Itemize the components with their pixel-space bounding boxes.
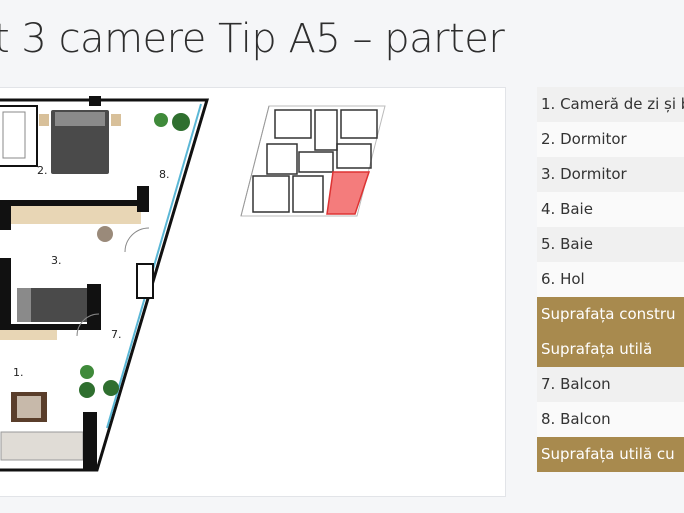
nightstand — [39, 114, 49, 126]
highlighted-apartment — [326, 171, 371, 215]
door-swing — [124, 227, 150, 253]
interior-wall — [136, 263, 154, 299]
key-plan-block — [336, 143, 372, 169]
wall-block — [89, 96, 101, 106]
key-plan-block — [274, 109, 312, 139]
key-plan-wall — [240, 105, 270, 217]
interior-wall — [87, 284, 101, 324]
room-row: 7. Balcon — [537, 367, 684, 402]
key-plan-block — [314, 109, 338, 151]
wall-block — [83, 412, 97, 470]
interior-wall — [7, 200, 147, 206]
room-row: 3. Dormitor — [537, 157, 684, 192]
room-label-3: 3. — [51, 254, 62, 267]
bed-pillows — [17, 288, 31, 322]
room-label-2: 2. — [37, 164, 48, 177]
door-swing — [76, 313, 100, 337]
plant — [103, 380, 119, 396]
building-outline — [240, 105, 386, 217]
rug — [17, 396, 41, 418]
plant — [172, 113, 190, 131]
room-row: 6. Hol — [537, 262, 684, 297]
room-row: 4. Baie — [537, 192, 684, 227]
plant — [79, 382, 95, 398]
interior-wall — [0, 200, 11, 230]
building-key-plan — [240, 105, 386, 217]
interior-wall — [0, 258, 11, 328]
room-row: Suprafața utilă — [537, 332, 684, 367]
room-row: 2. Dormitor — [537, 122, 684, 157]
bed-pillows — [55, 112, 105, 126]
interior-wall — [0, 324, 101, 330]
sofa — [0, 431, 84, 461]
key-plan-block — [298, 151, 334, 173]
key-plan-block — [266, 143, 298, 175]
room-label-1: 1. — [13, 366, 24, 379]
room-label-7: 7. — [111, 328, 122, 341]
room-row: Suprafața constru — [537, 297, 684, 332]
floor-plan-drawing: 2. 3. 7. 8. 1. — [0, 96, 386, 472]
floor-plan-card: 2. 3. 7. 8. 1. — [0, 87, 506, 497]
room-row: 8. Balcon — [537, 402, 684, 437]
bathtub — [2, 111, 26, 159]
wardrobe — [11, 206, 141, 224]
room-label-8: 8. — [159, 168, 170, 181]
page-title: t 3 camere Tip A5 – parter — [0, 16, 505, 62]
plant — [80, 365, 94, 379]
chair — [97, 226, 113, 242]
floor-strip — [0, 330, 57, 340]
key-plan-block — [292, 175, 324, 213]
nightstand — [111, 114, 121, 126]
plant — [154, 113, 168, 127]
key-plan-block — [340, 109, 378, 139]
room-row: 5. Baie — [537, 227, 684, 262]
room-row: 1. Cameră de zi și b — [537, 87, 684, 122]
interior-wall — [137, 186, 149, 212]
key-plan-block — [252, 175, 290, 213]
room-row: Suprafața utilă cu — [537, 437, 684, 472]
